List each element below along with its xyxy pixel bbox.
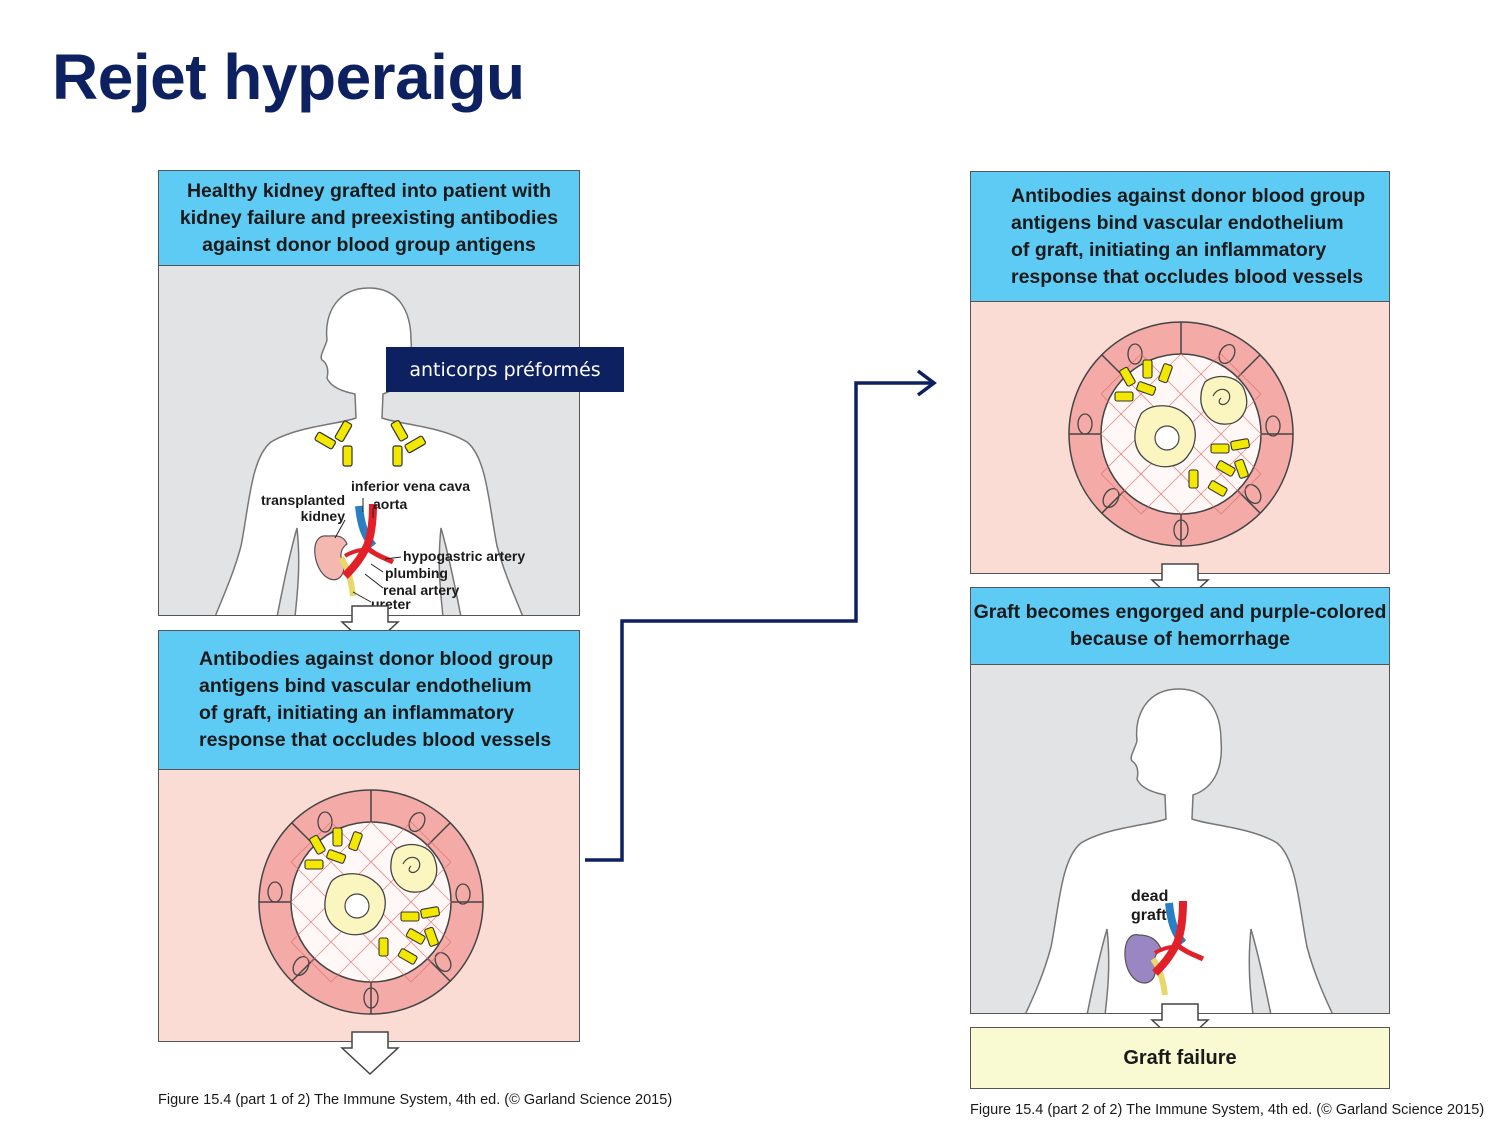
left-vessel-panel (158, 769, 580, 1042)
left-step2-header: Antibodies against donor blood group ant… (158, 630, 580, 770)
human-silhouette-with-kidney (214, 287, 524, 615)
left-step1-text: Healthy kidney grafted into patient with… (179, 179, 559, 256)
graft-failure-box: Graft failure (970, 1027, 1390, 1089)
left-step1-header: Healthy kidney grafted into patient with… (158, 170, 580, 266)
label-transplanted-kidney: transplanted kidney (261, 492, 346, 524)
label-renal-artery: renal artery (383, 582, 460, 598)
human-silhouette-dead-graft (1025, 688, 1333, 1013)
label-dead-graft: dead graft (1131, 888, 1169, 924)
left-figure-caption: Figure 15.4 (part 1 of 2) The Immune Sys… (158, 1092, 673, 1108)
label-inferior-vena-cava: inferior vena cava (351, 478, 471, 494)
right-step2-header: Antibodies against donor blood group ant… (970, 171, 1390, 302)
vessel-cross-section-right (1068, 321, 1294, 547)
graft-failure-text: Graft failure (1123, 1046, 1237, 1069)
right-body-panel: dead graft (970, 664, 1390, 1014)
left-step2-text: Antibodies against donor blood group ant… (199, 648, 554, 751)
right-figure-caption: Figure 15.4 (part 2 of 2) The Immune Sys… (970, 1102, 1485, 1118)
down-arrow-2 (340, 1031, 400, 1076)
connector-arrow (585, 369, 937, 862)
right-step2-text: Antibodies against donor blood group ant… (1011, 184, 1366, 288)
preformed-antibodies-tooltip: anticorps préformés (386, 347, 624, 392)
right-step3-header: Graft becomes engorged and purple-colore… (970, 587, 1390, 665)
label-hypogastric-artery: hypogastric artery (403, 548, 526, 564)
label-plumbing: plumbing (385, 565, 448, 581)
slide-title: Rejet hyperaigu (52, 41, 525, 113)
right-vessel-panel (970, 301, 1390, 574)
right-step3-text: Graft becomes engorged and purple-colore… (973, 601, 1387, 650)
vessel-cross-section (258, 789, 484, 1015)
left-body-panel: inferior vena cava aorta transplanted ki… (158, 265, 580, 616)
label-aorta: aorta (373, 496, 408, 512)
